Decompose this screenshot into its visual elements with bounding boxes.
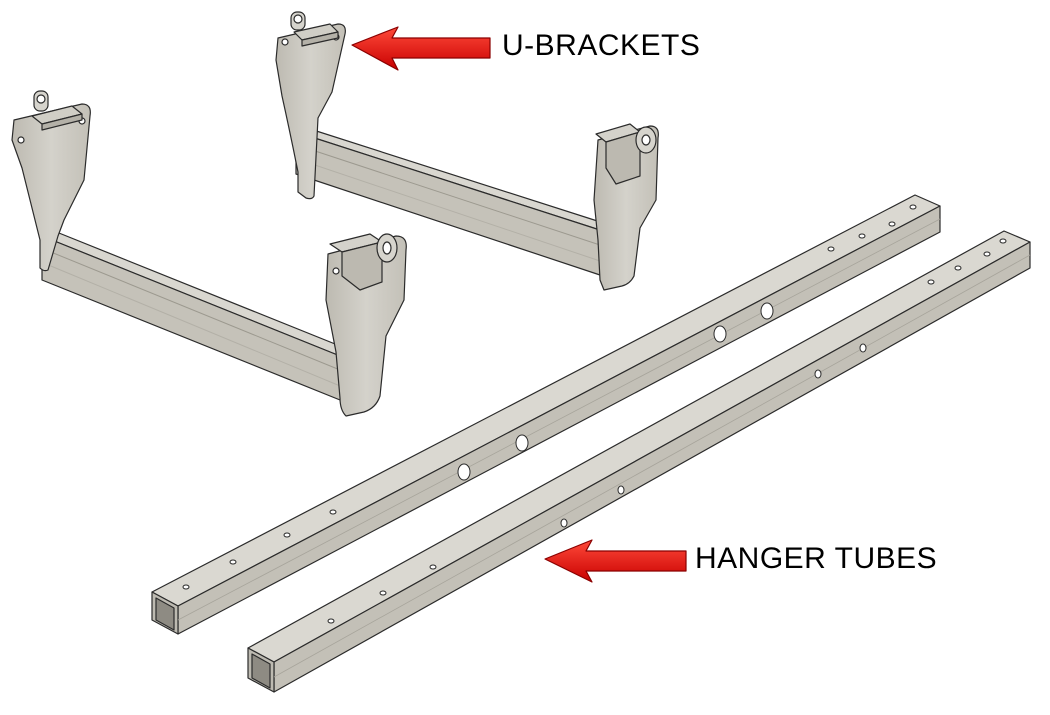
- front-right-plate: [325, 235, 407, 417]
- arrow-hanger-tubes-icon: [544, 539, 687, 583]
- tube1-end-opening: [155, 597, 175, 631]
- rear-left-lifting-eye: [290, 11, 339, 47]
- tube1-bolt-holes: [182, 204, 917, 590]
- tube2-bolt-holes: [327, 238, 1007, 624]
- rear-left-plate: [275, 23, 346, 200]
- u-bracket-front: [11, 90, 407, 417]
- hanger-tube-1: [151, 194, 941, 635]
- arrow-u-brackets-icon: [351, 26, 491, 71]
- front-left-lifting-eye: [31, 90, 83, 131]
- u-bracket-rear: [275, 11, 659, 291]
- hanger-tubes-label: HANGER TUBES: [695, 542, 938, 575]
- front-right-lifting-eye: [329, 233, 398, 291]
- front-beam-front: [41, 235, 346, 403]
- u-brackets-label: U-BRACKETS: [502, 29, 701, 62]
- rear-right-lifting-eye: [595, 123, 657, 185]
- front-left-plate: [11, 103, 91, 272]
- tube2-end-opening: [251, 653, 271, 689]
- hanger-tube-2: [247, 230, 1031, 693]
